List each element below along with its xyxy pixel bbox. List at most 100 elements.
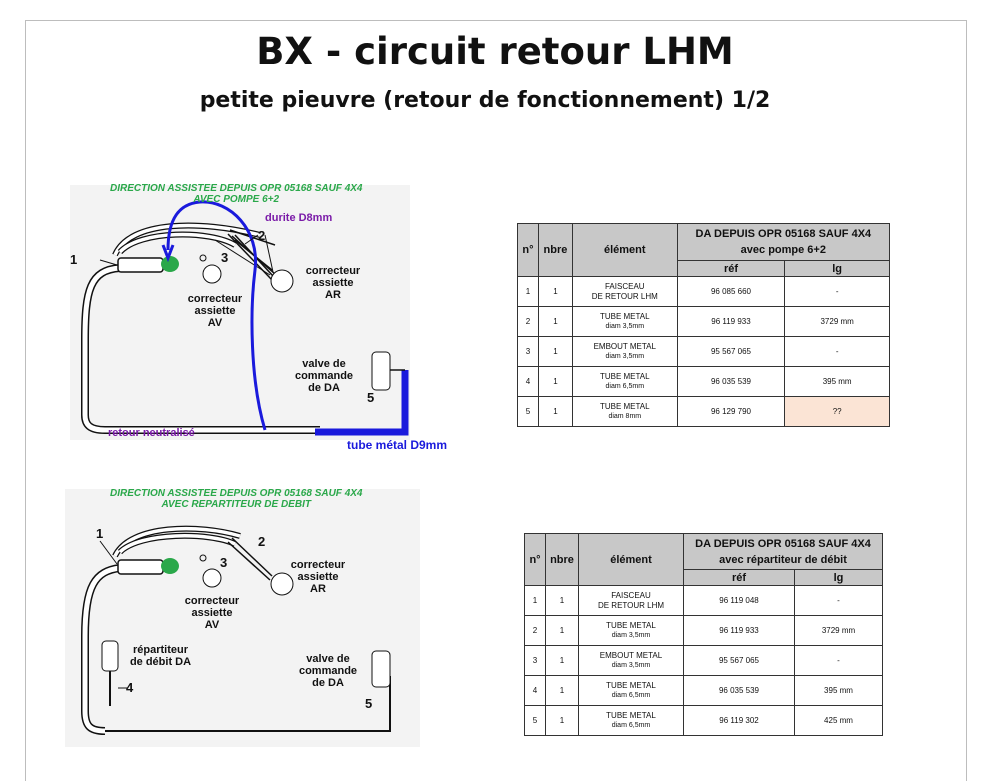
cell-element-line2: DE RETOUR LHM [591,291,658,301]
diagram-pompe: DIRECTION ASSISTEE DEPUIS OPR 05168 SAUF… [60,180,480,460]
cell-num: 3 [524,645,546,676]
cell-element-line1: FAISCEAU [604,281,645,291]
cell-nbre: 1 [545,705,579,736]
header-group-line1: DA DEPUIS OPR 05168 SAUF 4X4 [695,537,871,550]
cell-element-line2: diam 3,5mm [605,322,645,330]
header-num: n° [524,533,546,586]
cell-lg: 395 mm [794,675,883,706]
diagram-repartiteur-green-title-1: DIRECTION ASSISTEE DEPUIS OPR 05168 SAUF… [110,488,363,499]
cell-nbre: 1 [545,675,579,706]
cell-num: 2 [517,306,539,337]
header-group-line1: DA DEPUIS OPR 05168 SAUF 4X4 [695,228,872,240]
header-nbre: nbre [537,223,573,277]
cell-lg: - [784,336,890,367]
callout-4: 4 [126,680,134,695]
correcteur-ar-label: correcteur assiette AR [305,265,361,301]
cell-element-line1: FAISCEAU [611,590,651,600]
cell-lg: 3729 mm [794,615,883,646]
cell-nbre: 1 [537,336,573,367]
cell-element-line2: diam 3,5mm [611,661,651,669]
callout-2: 2 [258,534,266,549]
cell-num: 3 [517,336,539,367]
cell-num: 2 [524,615,546,646]
callout-1: 1 [70,252,78,267]
diagram-pompe-green-title-2: AVEC POMPE 6+2 [193,194,280,205]
cell-lg: - [784,276,890,307]
cell-element-line2: diam 6,5mm [611,691,651,699]
diagram-pompe-green-title: DIRECTION ASSISTEE DEPUIS OPR 05168 SAUF… [110,183,362,205]
cell-ref: 95 567 065 [676,336,786,367]
cell-num: 5 [524,705,546,736]
parts-table-pompe: n° nbre élément DA DEPUIS OPR 05168 SAUF… [517,223,891,427]
cell-element-line1: TUBE METAL [606,710,656,720]
cell-num: 1 [517,276,539,307]
cell-nbre: 1 [537,306,573,337]
correcteur-ar-label: correcteur assiette AR [290,559,346,595]
repartiteur-label: répartiteur de débit DA [129,644,192,668]
cell-num: 1 [524,585,546,616]
header-group-line2: avec pompe 6+2 [740,244,826,256]
retour-label: retour neutralisé [108,427,195,439]
cell-lg: 395 mm [784,366,890,397]
callout-5: 5 [367,390,375,405]
cell-lg: 3729 mm [784,306,890,337]
cell-nbre: 1 [537,396,573,427]
diagram-pompe-drawing [70,185,410,440]
cell-nbre: 1 [537,366,573,397]
page-subtitle: petite pieuvre (retour de fonctionnement… [199,88,771,113]
cell-element-line1: TUBE METAL [599,311,650,321]
cell-nbre: 1 [545,645,579,676]
cell-ref: 96 085 660 [676,276,786,307]
diagram-pompe-green-title-1: DIRECTION ASSISTEE DEPUIS OPR 05168 SAUF… [110,183,363,194]
page-title: BX - circuit retour LHM [256,30,734,73]
cell-lg: - [794,585,883,616]
cell-ref: 96 119 302 [683,705,795,736]
cell-lg: ?? [784,396,890,427]
valve-label: valve de commande de DA [294,358,354,394]
cell-element-line1: TUBE METAL [599,401,650,411]
header-lg: lg [784,260,890,277]
cell-nbre: 1 [537,276,573,307]
callout-1: 1 [96,526,104,541]
durite-label: durite D8mm [265,212,333,224]
cell-ref: 96 119 048 [683,585,795,616]
callout-3: 3 [220,555,228,570]
header-element: élément [578,533,684,586]
cell-ref: 96 035 539 [676,366,786,397]
cell-num: 4 [524,675,546,706]
header-ref: réf [676,260,786,277]
header-ref: réf [683,569,795,586]
cell-ref: 96 129 790 [676,396,786,427]
callout-3: 3 [221,250,229,265]
cell-element-line1: TUBE METAL [606,620,656,630]
callout-2: 2 [258,228,266,243]
header-nbre: nbre [545,533,579,586]
cell-element-line1: EMBOUT METAL [599,650,663,660]
cell-element-line2: diam 6,5mm [605,382,645,390]
header-num: n° [517,223,539,277]
cell-lg: 425 mm [794,705,883,736]
cell-element-line2: diam 8mm [608,412,642,420]
parts-table-repartiteur: n° nbre élément DA DEPUIS OPR 05168 SAUF… [524,533,883,736]
cell-num: 4 [517,366,539,397]
